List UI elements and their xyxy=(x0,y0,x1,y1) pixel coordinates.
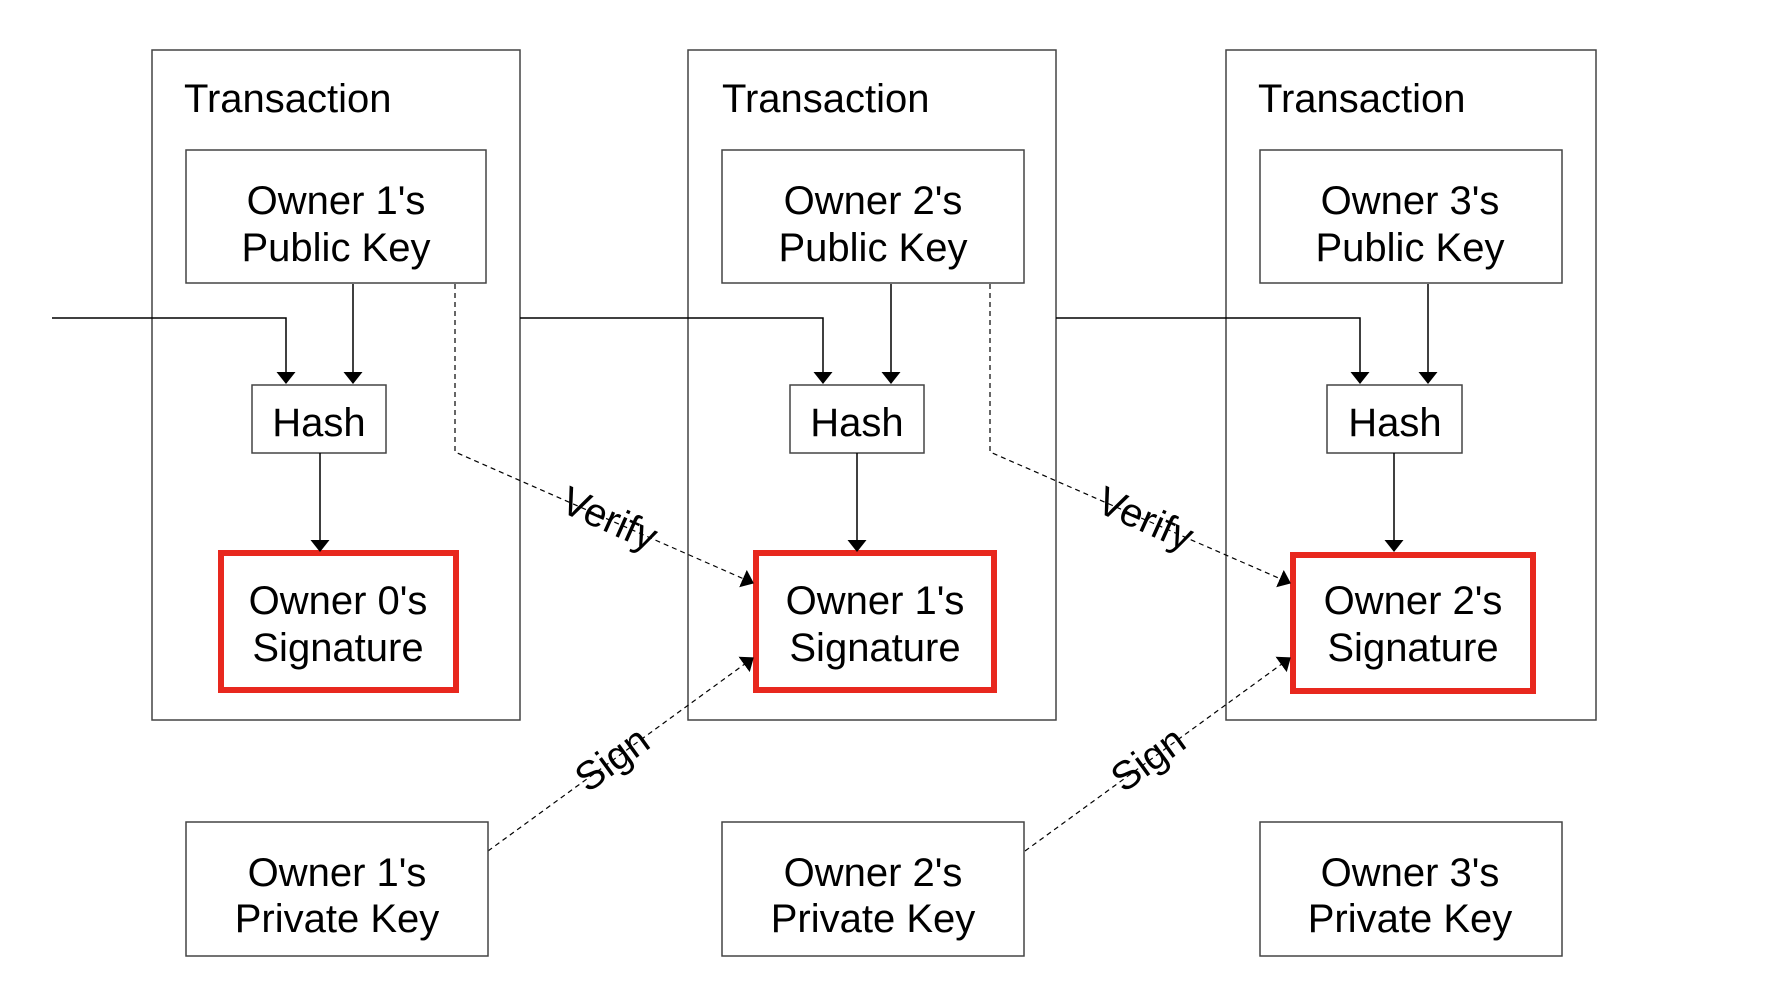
public-key-owner-label: Owner 2's xyxy=(784,179,963,223)
private-key-label-1: Private Key xyxy=(235,897,440,941)
signature-owner-label: Owner 0's xyxy=(249,579,428,623)
private-key-box-1 xyxy=(185,821,489,957)
sign-edge-1 xyxy=(487,656,754,852)
transaction-title: Transaction xyxy=(184,77,392,121)
verify-label-2: Verify xyxy=(1091,479,1200,560)
hash-label: Hash xyxy=(810,401,903,445)
chain-arrow-from-transaction-1 xyxy=(520,317,833,384)
transaction-title: Transaction xyxy=(1258,77,1466,121)
signature-label: Signature xyxy=(789,626,960,670)
transaction-title: Transaction xyxy=(722,77,930,121)
sign-label-2: Sign xyxy=(1103,718,1194,801)
private-key-owner-label-3: Owner 3's xyxy=(1321,851,1500,895)
public-key-label: Public Key xyxy=(1316,226,1505,270)
signature-owner-label: Owner 2's xyxy=(1324,579,1503,623)
private-key-box-3 xyxy=(1259,821,1563,957)
signature-label: Signature xyxy=(1327,626,1498,670)
transaction-3: Transaction Owner 3's Public Key Hash Ow… xyxy=(1056,49,1597,721)
public-key-box xyxy=(185,149,487,284)
public-key-label: Public Key xyxy=(779,226,968,270)
signature-owner-label: Owner 1's xyxy=(786,579,965,623)
transaction-container xyxy=(151,49,521,721)
transaction-container xyxy=(687,49,1057,721)
sign-label-1: Sign xyxy=(567,718,658,801)
private-key-label-3: Private Key xyxy=(1308,897,1513,941)
hash-label: Hash xyxy=(1348,401,1441,445)
verify-edge-2 xyxy=(989,284,1291,588)
signature-box xyxy=(218,550,459,693)
hash-label: Hash xyxy=(272,401,365,445)
signature-box xyxy=(1290,552,1536,694)
signature-label: Signature xyxy=(252,626,423,670)
chain-arrow-from-transaction-2 xyxy=(1056,317,1370,384)
public-key-owner-label: Owner 3's xyxy=(1321,179,1500,223)
transaction-1: Transaction Owner 1's Public Key Hash Ow… xyxy=(52,49,521,721)
verify-edge-1 xyxy=(454,284,754,588)
transaction-container xyxy=(1225,49,1597,721)
public-key-owner-label: Owner 1's xyxy=(247,179,426,223)
private-key-box-2 xyxy=(721,821,1025,957)
incoming-chain-arrow xyxy=(52,317,296,384)
signature-box xyxy=(753,550,997,693)
public-key-box xyxy=(721,149,1025,284)
public-key-box xyxy=(1259,149,1563,284)
verify-label-1: Verify xyxy=(555,479,664,560)
private-key-label-2: Private Key xyxy=(771,897,976,941)
transaction-2: Transaction Owner 2's Public Key Hash Ow… xyxy=(520,49,1057,721)
private-keys: Owner 1's Private Key Owner 2's Private … xyxy=(185,821,1563,957)
private-key-owner-label-2: Owner 2's xyxy=(784,851,963,895)
sign-edge-2 xyxy=(1024,656,1291,852)
hash-box xyxy=(251,384,387,454)
private-key-owner-label-1: Owner 1's xyxy=(248,851,427,895)
public-key-label: Public Key xyxy=(242,226,431,270)
